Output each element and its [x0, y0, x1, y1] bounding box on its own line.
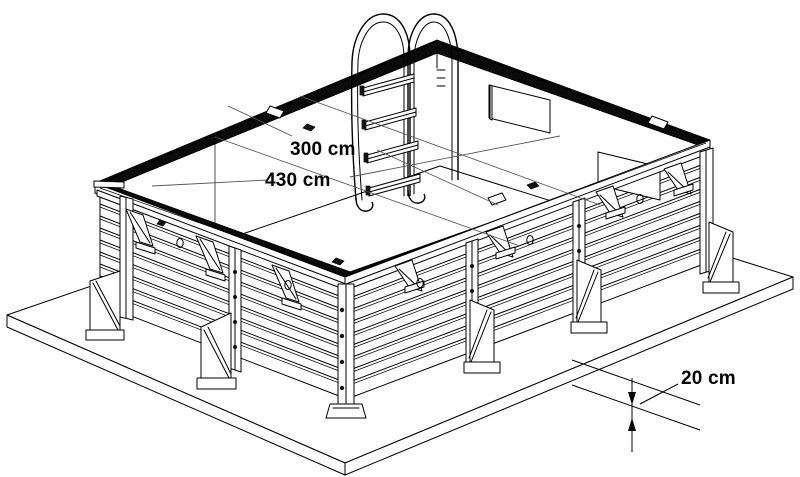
wall-fixing-hole — [176, 194, 644, 290]
slab-thickness-dimension-line — [571, 359, 701, 452]
pool-width-dimension-label: 300 cm — [290, 139, 356, 160]
rail-joint-cap — [93, 105, 669, 206]
slab-thickness-dimension-label: 20 cm — [681, 368, 736, 389]
inner-liner-panel — [489, 84, 493, 121]
ladder-handrail-left — [350, 13, 411, 212]
ladder-handrail-right — [407, 13, 459, 204]
pool-ladder[interactable] — [350, 13, 459, 212]
length-dimension-line — [151, 135, 561, 187]
dimension-lines — [151, 95, 701, 452]
skimmer-panel — [488, 84, 551, 134]
pool-length-dimension-label: 430 cm — [265, 170, 331, 191]
rim-support-bracket — [125, 162, 694, 311]
ladder-step — [362, 73, 421, 197]
angled-support-brace — [85, 221, 740, 390]
width-dimension-line — [227, 105, 499, 206]
